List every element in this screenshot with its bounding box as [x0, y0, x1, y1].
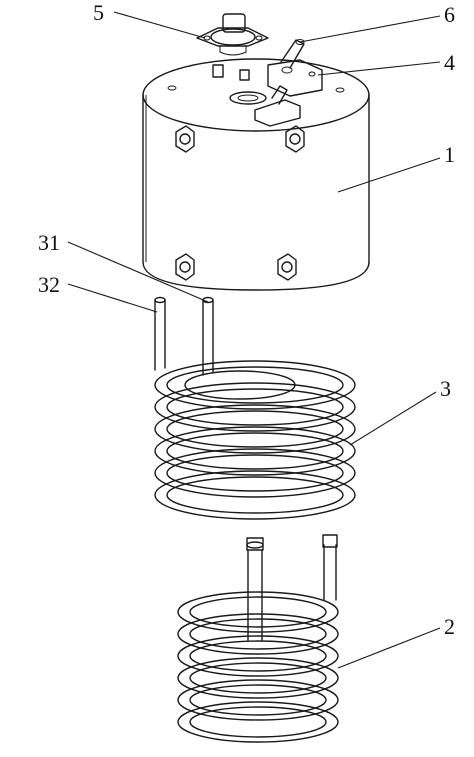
label-32: 32: [38, 272, 60, 297]
leader-1: [337, 157, 441, 193]
upper-coil-part: [154, 296, 356, 520]
label-1: 1: [444, 142, 455, 167]
label-5: 5: [93, 0, 104, 25]
callout-labels: 5 6 4 1 31 32 3 2: [38, 0, 455, 639]
lower-coil-part: [177, 534, 339, 743]
thermostat-part: [196, 13, 269, 56]
label-6: 6: [444, 2, 455, 27]
leader-3: [349, 391, 437, 446]
label-4: 4: [444, 50, 455, 75]
leader-4: [317, 61, 441, 76]
leader-32: [67, 283, 158, 313]
leader-lines: [67, 11, 441, 669]
label-3: 3: [440, 376, 451, 401]
leader-6: [299, 15, 441, 43]
label-31: 31: [38, 230, 60, 255]
leader-31: [67, 241, 209, 303]
connector-bracket-part: [267, 39, 323, 97]
leader-2: [337, 627, 441, 669]
leader-5: [113, 11, 206, 39]
cylinder-body-part: [142, 58, 370, 291]
label-2: 2: [444, 614, 455, 639]
